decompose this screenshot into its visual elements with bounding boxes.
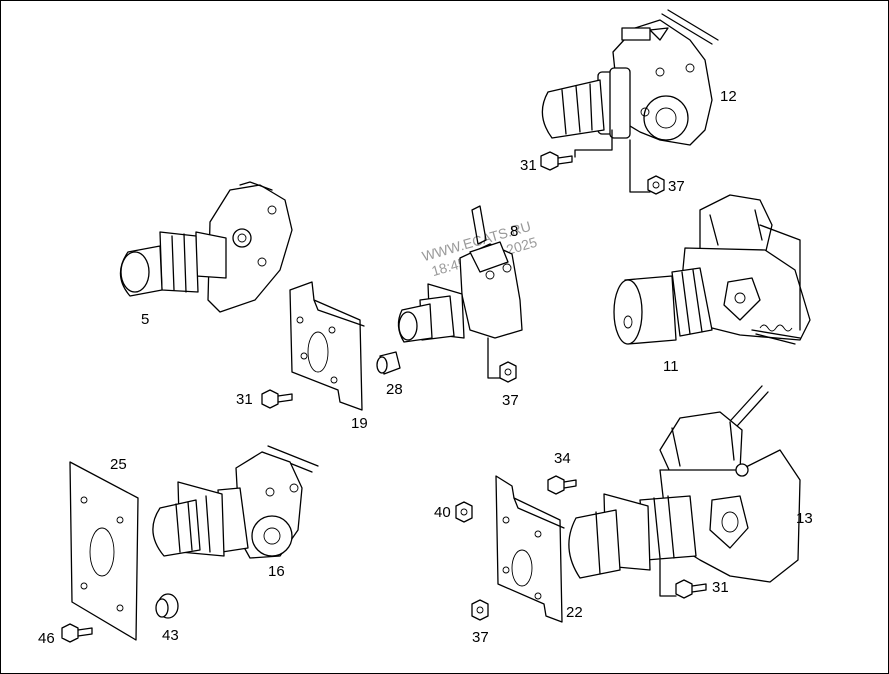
label-31-top: 31	[520, 157, 537, 174]
bolt-31-bot	[675, 579, 707, 599]
part-22-plate	[495, 475, 565, 623]
label-34: 34	[554, 450, 571, 467]
nut-37-bot	[471, 599, 489, 621]
bolt-31-mid	[261, 389, 293, 409]
label-16: 16	[268, 563, 285, 580]
label-37-bot: 37	[472, 629, 489, 646]
label-11: 11	[663, 358, 679, 375]
label-46: 46	[38, 630, 55, 647]
label-37-top: 37	[668, 178, 685, 195]
sleeve-28	[376, 351, 401, 375]
part-19-plate	[289, 281, 365, 411]
label-43: 43	[162, 627, 179, 644]
label-5: 5	[141, 311, 149, 328]
label-8: 8	[510, 223, 518, 240]
nut-37-top	[647, 175, 665, 195]
part-5-coupling	[119, 181, 293, 313]
label-40: 40	[434, 504, 451, 521]
label-31-mid: 31	[236, 391, 253, 408]
nut-37-mid	[499, 361, 517, 383]
bolt-34	[547, 475, 577, 495]
part-8-coupling	[397, 205, 523, 379]
label-13: 13	[796, 510, 813, 527]
label-28: 28	[386, 381, 403, 398]
nut-40	[455, 501, 473, 523]
bolt-31-top	[540, 151, 573, 171]
part-25-plate	[69, 461, 139, 641]
part-13-coupling	[568, 385, 801, 597]
label-22: 22	[566, 604, 583, 621]
part-16-coupling	[152, 445, 319, 559]
label-31-bot: 31	[712, 579, 729, 596]
part-11-coupling	[613, 194, 811, 345]
part-12-coupling	[541, 9, 719, 193]
label-19: 19	[351, 415, 368, 432]
label-25: 25	[110, 456, 127, 473]
label-37-mid: 37	[502, 392, 519, 409]
part-labels: 12 31 37 8 5 28 31 37 11 19 25 34 40 13 …	[38, 88, 813, 647]
sleeve-43	[155, 593, 179, 619]
bolt-46	[61, 623, 93, 643]
label-12: 12	[720, 88, 737, 105]
